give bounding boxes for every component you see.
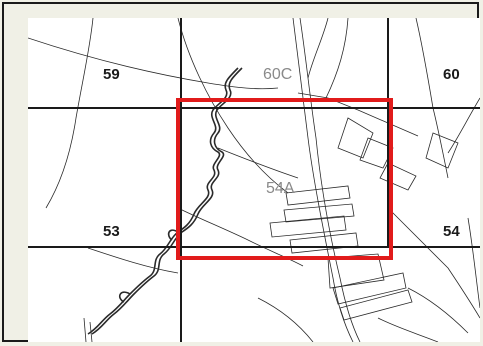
sheet-label-54[interactable]: 54: [443, 223, 460, 240]
map-features: [28, 18, 480, 342]
river: [87, 67, 243, 335]
sheet-label-60[interactable]: 60: [443, 66, 460, 83]
map-canvas[interactable]: 59 60C 60 53 54A 54: [28, 18, 480, 342]
map-svg: 59 60C 60 53 54A 54: [28, 18, 480, 342]
sheet-label-59[interactable]: 59: [103, 66, 120, 83]
sheet-label-60c[interactable]: 60C: [263, 66, 292, 83]
sheet-grid: [28, 18, 480, 342]
sheet-label-53[interactable]: 53: [103, 223, 120, 240]
selected-sheet-highlight[interactable]: [176, 98, 393, 260]
sheet-label-54a[interactable]: 54A: [266, 180, 295, 197]
